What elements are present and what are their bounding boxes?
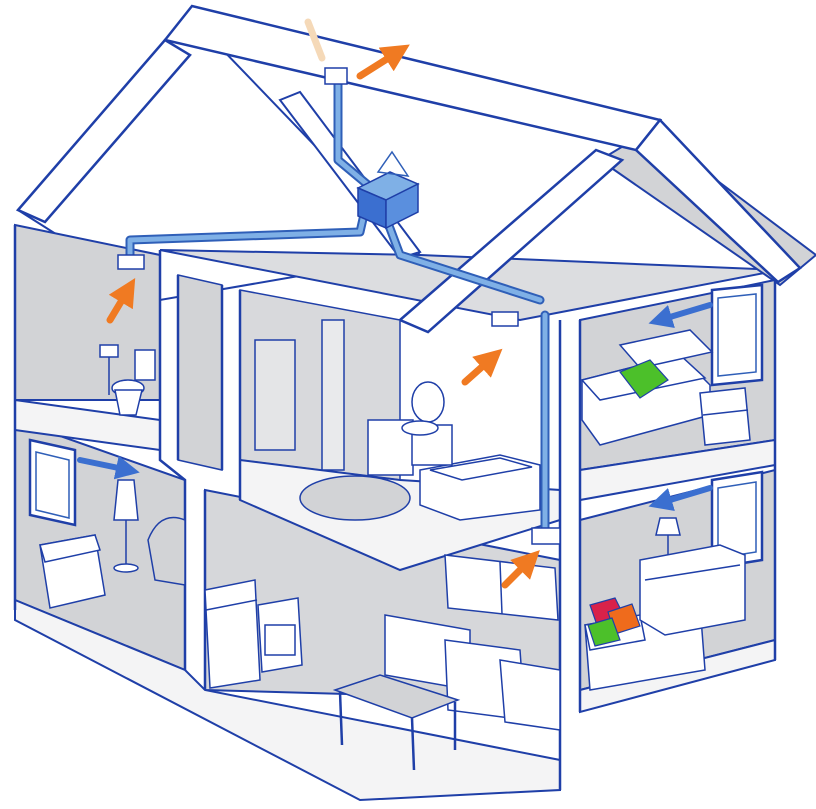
door <box>254 339 296 451</box>
table-lamp <box>655 517 681 555</box>
kitchen-counter <box>384 614 561 731</box>
exhaust-arrows <box>106 44 540 589</box>
sink <box>367 381 453 476</box>
window-left-lower <box>28 438 77 527</box>
outgoing-air-arrow <box>304 18 326 62</box>
bathtub <box>419 454 541 521</box>
fridge <box>204 579 261 689</box>
dresser <box>639 544 746 636</box>
wash-basin-small <box>99 344 119 395</box>
pillow-green-2 <box>587 617 621 647</box>
nightstand <box>699 387 751 446</box>
hall-doorway <box>321 319 345 471</box>
bath-rug <box>299 475 411 521</box>
fresh-air-arrows <box>77 302 713 512</box>
toilet <box>111 349 156 416</box>
vent-grilles <box>117 67 561 545</box>
pillow-green <box>619 359 669 399</box>
window-lounge <box>710 470 764 570</box>
lamp <box>113 479 139 573</box>
oven <box>257 597 303 673</box>
stereo <box>39 534 106 609</box>
front-frames <box>13 225 777 790</box>
table <box>332 674 461 771</box>
window-bedroom <box>710 283 764 387</box>
ventilation-unit <box>356 150 420 230</box>
armchair <box>147 516 186 586</box>
